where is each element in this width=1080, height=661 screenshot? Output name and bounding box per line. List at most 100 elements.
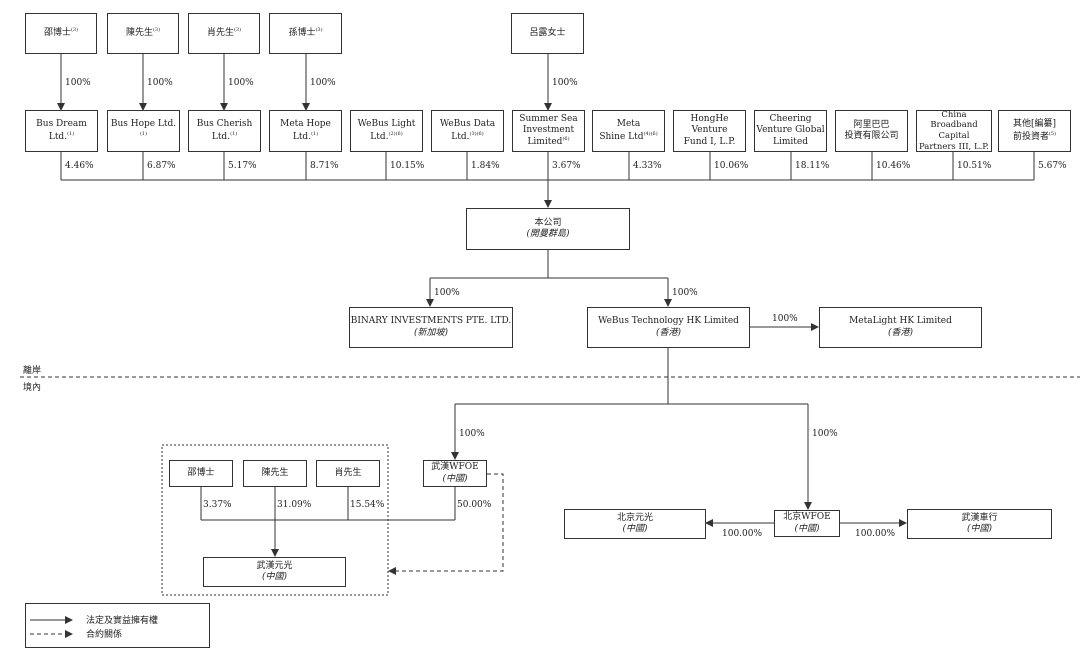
shareholder-name-line: 其他[編纂] — [1012, 119, 1057, 130]
entity-name: 武漢車行 — [961, 512, 998, 523]
entity-jurisdiction: (中國) — [794, 523, 820, 534]
ownership-pct: 4.46% — [65, 161, 94, 171]
binary-box: BINARY INVESTMENTS PTE. LTD. (新加坡) — [349, 307, 513, 348]
shareholder-box: Bus Dream Ltd.(1) — [25, 110, 98, 152]
note-marker: (1) — [230, 130, 238, 137]
company-jurisdiction: (開曼群島) — [526, 229, 570, 239]
shareholder-name-line: Broadband Capital — [930, 120, 978, 141]
shareholder-name-line: Meta Hope — [280, 119, 331, 130]
note-marker: (3) — [152, 27, 161, 34]
wuhan-cheheng-box: 武漢車行 (中國) — [907, 509, 1052, 539]
note-marker: (3) — [70, 27, 79, 34]
shareholder-box: Summer Sea Investment Limited(6) — [512, 110, 585, 152]
entity-jurisdiction: (香港) — [655, 327, 682, 338]
entity-name: 武漢WFOE — [431, 462, 479, 473]
shareholder-box: Meta Hope Ltd.(1) — [269, 110, 342, 152]
entity-jurisdiction: (中國) — [966, 524, 993, 534]
shareholder-box: HongHe Venture Fund I, L.P. — [673, 110, 746, 152]
ownership-pct: 10.06% — [714, 161, 749, 171]
shareholder-name-line: China — [941, 109, 967, 120]
company-name: 本公司 — [534, 217, 562, 228]
ownership-pct: 10.51% — [957, 161, 992, 171]
shareholder-box: WeBus Data Ltd.(3)(6) — [431, 110, 504, 152]
holder-name: 陳先生 — [261, 467, 289, 478]
ownership-pct: 100% — [147, 78, 173, 88]
ownership-pct: 5.67% — [1038, 161, 1067, 171]
ownership-pct: 100% — [552, 78, 578, 88]
individual-name: 孫博士 — [288, 28, 316, 39]
individual-name: 邵博士 — [43, 28, 71, 39]
ownership-pct: 100% — [772, 314, 798, 324]
opco-holder-box: 陳先生 — [243, 460, 307, 487]
ownership-pct: 3.37% — [203, 500, 232, 510]
ownership-pct: 100% — [228, 78, 254, 88]
ownership-pct: 15.54% — [350, 500, 385, 510]
shareholder-name-line: Ltd. — [370, 131, 389, 142]
note-marker: (3) — [315, 27, 323, 34]
shareholder-name: Bus Hope Ltd. — [110, 119, 177, 130]
shareholder-box: Bus Hope Ltd.(1) — [107, 110, 180, 152]
ownership-pct: 6.87% — [147, 161, 176, 171]
ownership-pct: 100% — [672, 288, 698, 298]
wuhan-wfoe-box: 武漢WFOE (中國) — [423, 460, 487, 487]
shareholder-name-line: WeBus Light — [357, 119, 416, 130]
ownership-pct: 31.09% — [277, 500, 312, 510]
entity-jurisdiction: (香港) — [887, 327, 914, 338]
shareholder-name-line: Limited — [527, 137, 563, 148]
shareholder-name-line: 阿里巴巴 — [853, 119, 890, 130]
ownership-pct: 50.00% — [457, 500, 492, 510]
individual-box-shao: 邵博士(3) — [25, 13, 97, 54]
shareholder-name-line: Ltd. — [451, 131, 470, 142]
holder-name: 肖先生 — [334, 467, 362, 478]
shareholder-name-line: Ltd. — [292, 131, 312, 142]
ownership-pct: 100% — [812, 429, 838, 439]
ownership-pct: 8.71% — [310, 161, 339, 171]
ownership-pct: 100% — [310, 78, 336, 88]
individual-box-sun: 孫博士(3) — [269, 13, 342, 54]
shareholder-name-line: Limited — [773, 136, 808, 147]
shareholder-name-line: Shine Ltd — [599, 131, 644, 142]
ownership-pct: 100.00% — [855, 529, 896, 539]
entity-name: 北京元光 — [616, 512, 653, 523]
shareholder-name-line: Summer Sea — [519, 113, 578, 124]
company-box: 本公司 (開曼群島) — [466, 208, 630, 250]
ownership-pct: 10.15% — [390, 161, 425, 171]
wuhan-yuanguang-box: 武漢元光 (中國) — [203, 557, 346, 587]
individual-name: 呂露女士 — [529, 27, 566, 38]
opco-holder-box: 肖先生 — [316, 460, 380, 487]
shareholder-name-line: Fund I, L.P. — [683, 136, 736, 147]
entity-name: 武漢元光 — [256, 560, 293, 571]
note-marker: (2)(6) — [388, 130, 403, 137]
entity-jurisdiction: (中國) — [261, 572, 288, 582]
shareholder-name: Bus Cherish Ltd. — [196, 119, 253, 142]
ownership-pct: 10.46% — [876, 161, 911, 171]
individual-box-chen: 陳先生(3) — [107, 13, 179, 54]
shareholder-name-line: Investment — [522, 124, 575, 135]
shareholder-name-line: HongHe Venture — [690, 114, 729, 136]
shareholder-box: Bus Cherish Ltd.(1) — [188, 110, 261, 152]
metalight-box: MetaLight HK Limited (香港) — [819, 307, 982, 348]
note-marker: (1) — [139, 130, 148, 137]
note-marker: (1) — [311, 130, 319, 137]
shareholder-name-line: 前投資者 — [1012, 131, 1049, 142]
shareholder-name: Bus Dream Ltd. — [36, 119, 87, 142]
entity-jurisdiction: (中國) — [622, 524, 648, 534]
legend-solid-label: 法定及實益擁有權 — [86, 616, 159, 626]
note-marker: (1) — [67, 130, 75, 137]
holder-name: 邵博士 — [187, 467, 215, 478]
entity-jurisdiction: (新加坡) — [413, 327, 449, 338]
shareholder-box: WeBus Light Ltd.(2)(6) — [350, 110, 423, 152]
shareholder-box: Cheering Venture Global Limited — [754, 110, 827, 152]
ownership-pct: 100% — [459, 429, 485, 439]
individual-name: 陳先生 — [125, 28, 153, 39]
ownership-pct: 100.00% — [722, 529, 763, 539]
beijing-wfoe-box: 北京WFOE (中國) — [774, 510, 840, 537]
beijing-yuanguang-box: 北京元光 (中國) — [564, 509, 706, 539]
webus-hk-box: WeBus Technology HK Limited (香港) — [587, 307, 750, 348]
shareholder-box: 其他[編纂] 前投資者(5) — [998, 110, 1071, 152]
shareholder-name-line: 投資有限公司 — [844, 131, 899, 141]
shareholder-box: 阿里巴巴 投資有限公司 — [835, 110, 908, 152]
note-marker: (5) — [1048, 130, 1057, 137]
onshore-label: 境內 — [23, 383, 42, 393]
shareholder-box: China Broadband Capital Partners III, L.… — [916, 110, 992, 152]
